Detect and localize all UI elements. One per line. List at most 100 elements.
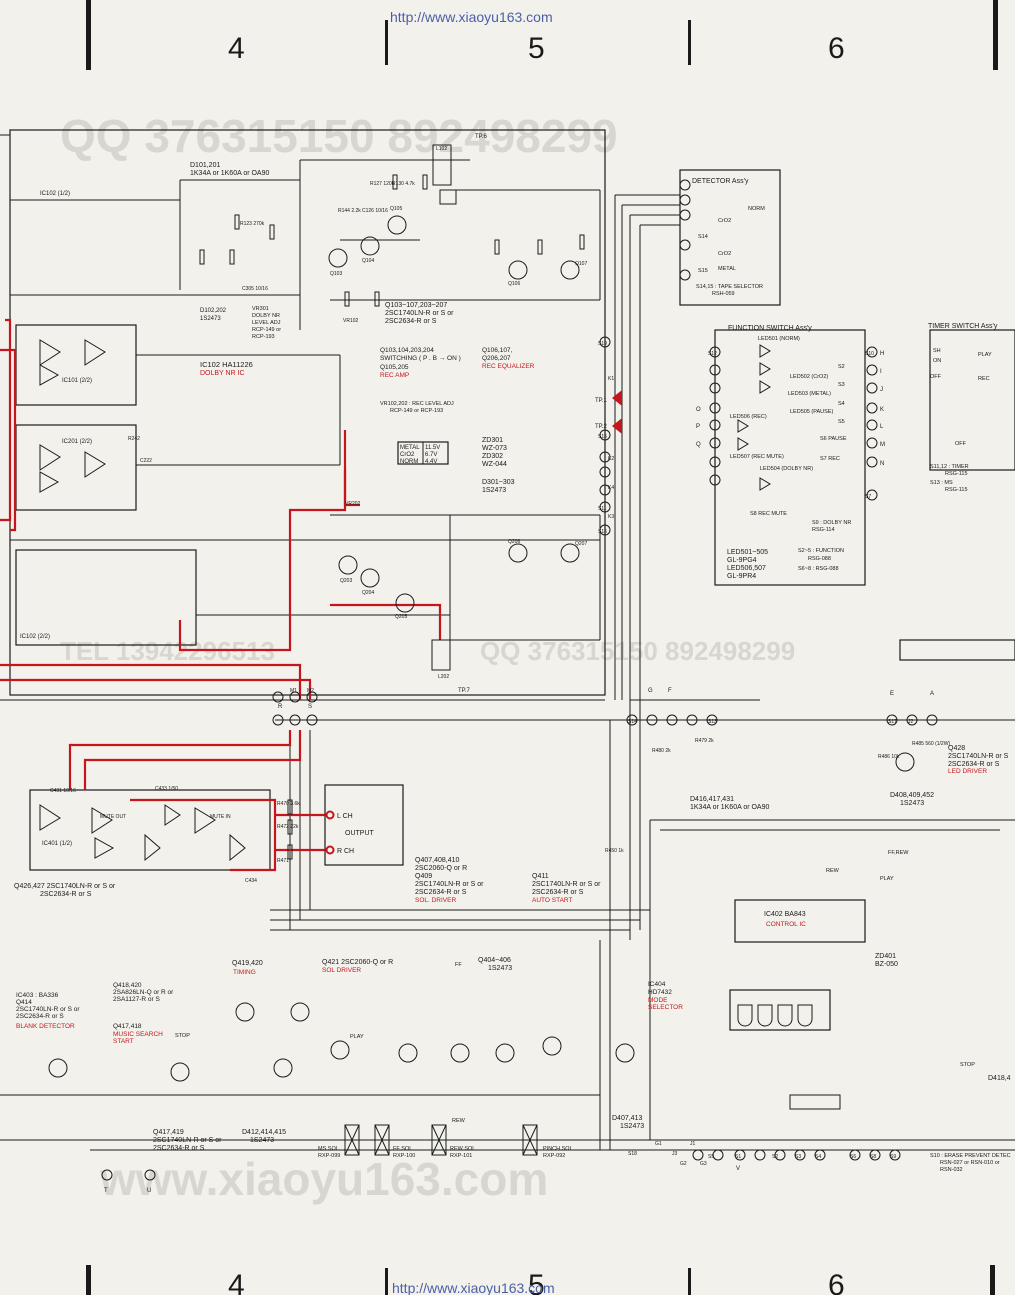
detector-label: CrO2: [718, 251, 731, 257]
function-note: LED506,507: [727, 565, 766, 572]
note: VR102,202 : REC LEVEL ADJ: [380, 401, 454, 407]
label-timing: TIMING: [233, 969, 256, 976]
ic-label: IC403 : BA336: [16, 992, 59, 999]
note: RCP-149 or RCP-193: [390, 408, 443, 414]
ref-label: VR102: [343, 318, 359, 324]
bus-letter: F: [668, 688, 672, 694]
url-bottom[interactable]: http://www.xiaoyu163.com: [392, 1280, 555, 1295]
detector-label: METAL: [718, 266, 736, 272]
tp-label: TP.7: [458, 688, 471, 694]
led-label: LED505 (PAUSE): [790, 409, 833, 415]
red-signal-path: [0, 678, 312, 700]
connector-label: S1: [735, 1154, 741, 1160]
note: BZ-050: [875, 961, 898, 968]
ref-label: Q107: [575, 261, 587, 267]
note: 2SA826LN-Q or R or: [113, 989, 174, 996]
connector-label: K4: [608, 485, 614, 491]
note: RCP-149 or: [252, 327, 281, 333]
url-top[interactable]: http://www.xiaoyu163.com: [390, 9, 553, 25]
note: 1S2473: [900, 800, 924, 807]
detector-title: DETECTOR Ass'y: [692, 178, 749, 185]
connector-label: G1: [655, 1141, 662, 1147]
timer-note: S11,12 : TIMER: [930, 464, 969, 470]
connector-label: S13: [708, 719, 717, 725]
note: 2SC2634-R or S: [532, 889, 584, 896]
switch-label: S9 : DOLBY NR: [812, 520, 851, 526]
op-amp-icon: [39, 339, 106, 386]
ic402-box: [734, 899, 866, 943]
switch-label: S4: [838, 401, 845, 407]
output-jack-r[interactable]: [325, 845, 335, 855]
bus-letter: J: [880, 387, 883, 393]
led-label: LED504 (DOLBY NR): [760, 466, 813, 472]
solenoid-name: FF SOL: [393, 1146, 412, 1152]
tp-label: TP.1: [595, 398, 608, 404]
ref-label: Q106: [508, 281, 520, 287]
note: Q103~107,203~207: [385, 302, 447, 309]
output-rch: R CH: [337, 848, 354, 855]
connector-label: S9: [890, 1154, 896, 1160]
grid-number-6: 6: [828, 32, 845, 65]
detector-label: NORM: [748, 206, 765, 212]
led-label: LED502 (CrO2): [790, 374, 828, 380]
label-mode: MODE: [648, 997, 668, 1004]
note: S10 : ERASE PREVENT DETEC: [930, 1153, 1011, 1159]
bus-letter: R: [278, 704, 283, 710]
switch-label: RSG-114: [812, 527, 835, 533]
note: VR301: [252, 306, 269, 312]
label-sol-driver: SOL. DRIVER: [415, 897, 456, 904]
red-signal-path: [130, 798, 277, 872]
bus-letter: L: [880, 424, 884, 430]
note: SWITCHING ( P . B → ON ): [380, 355, 461, 362]
bus-letter: N: [880, 461, 884, 467]
tp-label: TP.6: [475, 134, 488, 140]
note: 1S2473: [250, 1137, 274, 1144]
ic404-box: [729, 989, 831, 1031]
note: Q409: [415, 873, 432, 880]
connector-label: G2: [680, 1161, 687, 1167]
note: RCP-193: [252, 334, 275, 340]
grid-mark: [385, 1268, 388, 1295]
bus-letter: T: [104, 1188, 108, 1194]
ic-label: IC102 (1/2): [40, 191, 70, 197]
bus-letter: U: [147, 1188, 151, 1194]
red-signal-path: [0, 348, 17, 532]
note: RSN-027 or RSN-010 or: [940, 1160, 1000, 1166]
ref-label: L202: [438, 674, 449, 680]
note: 2SC1740LN-R or S or: [415, 881, 484, 888]
tp-label: TP.2: [595, 424, 608, 430]
note: D418,4: [988, 1075, 1011, 1082]
note: ZD302: [482, 453, 503, 460]
ref-label: Q206: [508, 539, 520, 545]
flag-label: REW: [452, 1118, 466, 1124]
passive-components: [199, 144, 841, 1156]
connector-label: J3: [672, 1151, 678, 1157]
solenoid-name: MS SOL: [318, 1146, 339, 1152]
output-jack-l[interactable]: [325, 810, 335, 820]
ic-label: IC404: [648, 981, 666, 988]
label-auto-start: AUTO START: [532, 897, 572, 904]
connector-label: K1: [608, 376, 614, 382]
ic-label: IC401 (1/2): [42, 841, 72, 847]
detector-label: S14: [698, 234, 708, 240]
connector-label: S8: [870, 1154, 876, 1160]
bus-letter: E: [890, 691, 894, 697]
zener-table-cell: 4.4V: [425, 459, 437, 465]
solenoid-part: RXP-100: [393, 1153, 415, 1159]
function-note: S2~5 : FUNCTION: [798, 548, 844, 554]
note: 2SC2634-R or S: [16, 1013, 64, 1020]
note: ZD401: [875, 953, 896, 960]
bus-letter: G: [648, 688, 653, 694]
label-blank-detector: BLANK DETECTOR: [16, 1023, 75, 1030]
note: 2SC2634-R or S: [385, 318, 437, 325]
grid-mark: [993, 0, 998, 70]
ref-label: R472 22k: [277, 824, 299, 830]
ic-label: IC101 (2/2): [62, 378, 92, 384]
connector-label: S5: [708, 1154, 714, 1160]
switch-label: S2: [838, 364, 845, 370]
bus-letter: P: [696, 424, 700, 430]
note: Q417,419: [153, 1129, 184, 1136]
note: 2SC2634-R or S: [948, 761, 1000, 768]
ref-label: C433 1/50: [155, 786, 178, 792]
note: Q105,205: [380, 364, 409, 371]
